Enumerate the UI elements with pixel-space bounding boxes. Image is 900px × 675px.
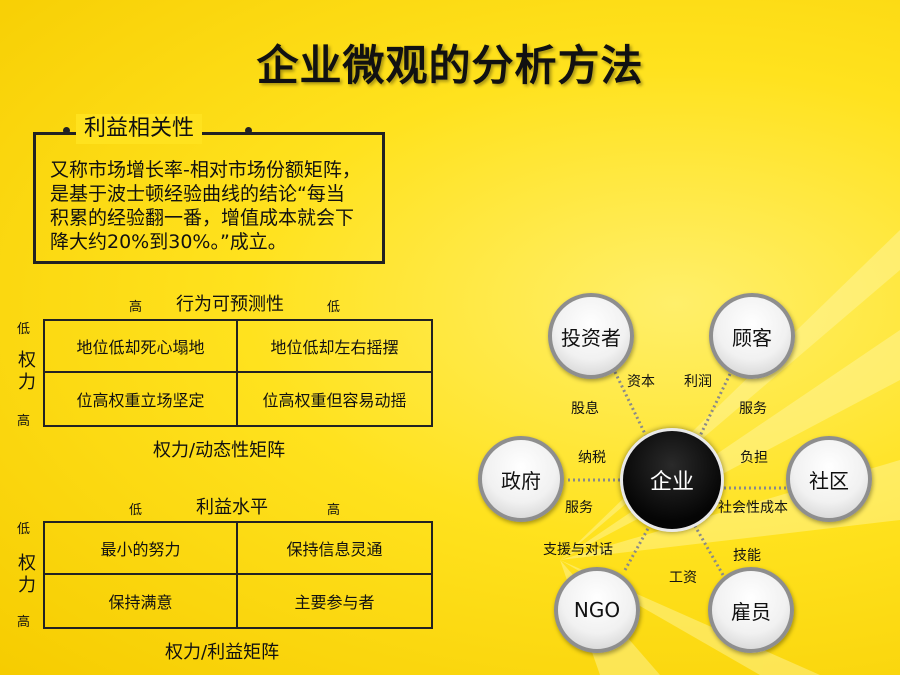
matrix2-y-top-tick: 低 <box>17 522 31 537</box>
power-interest-matrix: 最小的努力 保持信息灵通 保持满意 主要参与者 <box>43 521 433 629</box>
matrix1-cell: 位高权重立场坚定 <box>45 373 238 425</box>
matrix2-cell: 主要参与者 <box>294 593 375 612</box>
node-employee: 雇员 <box>708 567 794 653</box>
page-title: 企业微观的分析方法 <box>256 41 644 90</box>
power-dynamics-matrix: 地位低却死心塌地 地位低却左右摇摆 位高权重立场坚定 位高权重但容易动摇 <box>43 319 433 427</box>
info-text: 又称市场增长率-相对市场份额矩阵， 是基于波士顿经验曲线的结论“每当 积累的经验… <box>50 158 380 254</box>
matrix2-cell: 保持信息灵通 <box>238 523 431 575</box>
node-government: 政府 <box>478 436 564 522</box>
info-box-left-dot <box>63 127 70 134</box>
info-box <box>33 132 385 264</box>
matrix2-y-bottom-tick: 高 <box>17 615 31 630</box>
matrix2-cell: 保持满意 <box>45 575 238 627</box>
info-line: 是基于波士顿经验曲线的结论“每当 <box>50 183 345 205</box>
node-community: 社区 <box>786 436 872 522</box>
matrix1-y-top-tick: 低 <box>17 322 31 337</box>
matrix2-y-label: 权 力 <box>18 553 36 596</box>
matrix1-cell: 位高权重但容易动摇 <box>262 391 407 410</box>
info-line: 积累的经验翻一番，增值成本就会下 <box>50 207 355 229</box>
matrix2-caption: 权力/利益矩阵 <box>165 642 280 663</box>
matrix1-y-bottom-tick: 高 <box>17 414 31 429</box>
edge-ngo <box>623 524 652 571</box>
info-line: 降大约20%到30%。”成立。 <box>50 231 287 253</box>
matrix1-x-left-tick: 高 <box>129 300 143 315</box>
matrix2-x-left-tick: 低 <box>129 503 143 518</box>
edge-label-dividend: 股息 <box>571 401 599 417</box>
info-box-right-dot <box>245 127 252 134</box>
matrix1-cell: 地位低却死心塌地 <box>45 321 238 373</box>
info-line: 又称市场增长率-相对市场份额矩阵， <box>50 159 361 181</box>
edge-label-burden: 负担 <box>740 450 768 466</box>
matrix1-x-right-tick: 低 <box>327 300 341 315</box>
edge-label-social-cost: 社会性成本 <box>718 500 788 516</box>
edge-label-support: 支援与对话 <box>543 542 613 558</box>
edge-employee <box>693 525 725 576</box>
edge-label-tax: 纳税 <box>578 450 606 466</box>
matrix1-caption: 权力/动态性矩阵 <box>153 440 286 461</box>
edge-label-skill: 技能 <box>733 548 761 564</box>
edge-label-capital: 资本 <box>627 374 655 390</box>
matrix2-x-right-tick: 高 <box>327 503 341 518</box>
matrix1-y-label: 权 力 <box>18 350 36 393</box>
edge-label-service-gov: 服务 <box>565 500 593 516</box>
matrix2-cell: 最小的努力 <box>45 523 238 575</box>
matrix1-cell: 地位低却左右摇摆 <box>238 321 431 373</box>
node-ngo: NGO <box>554 567 640 653</box>
info-label: 利益相关性 <box>76 114 203 144</box>
node-investor: 投资者 <box>548 293 634 379</box>
node-customer: 顾客 <box>709 293 795 379</box>
node-enterprise: 企业 <box>620 428 724 532</box>
edge-customer <box>696 373 732 441</box>
edge-label-service-customer: 服务 <box>739 401 767 417</box>
matrix1-x-title: 行为可预测性 <box>176 294 284 315</box>
matrix2-x-title: 利益水平 <box>196 497 268 518</box>
edge-label-profit: 利润 <box>684 374 712 390</box>
edge-label-wage: 工资 <box>669 570 697 586</box>
